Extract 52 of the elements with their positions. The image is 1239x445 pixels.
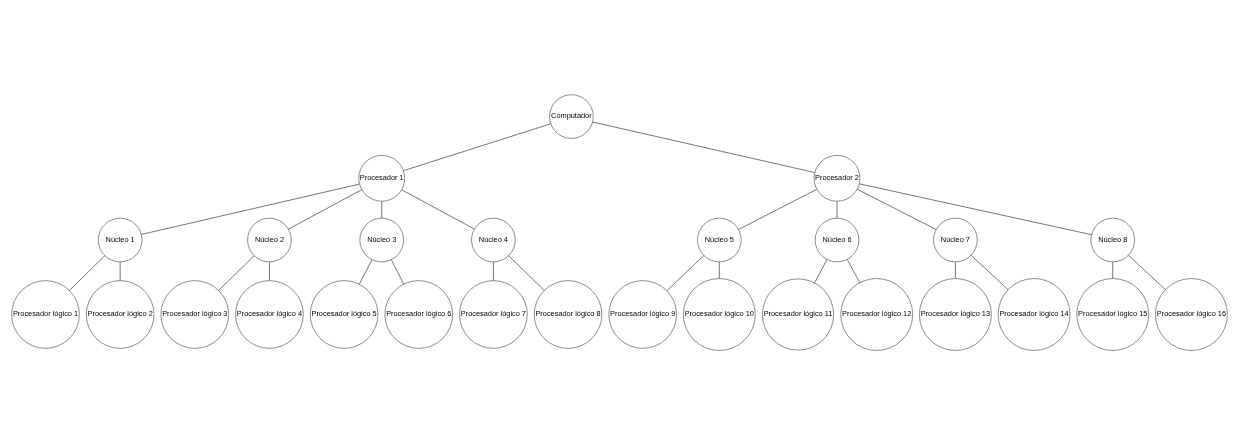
connector	[846, 259, 861, 284]
node-circle: Núcleo 6	[814, 217, 860, 263]
node-circle: Núcleo 8	[1090, 217, 1135, 263]
connector	[401, 189, 475, 230]
node-circle: Procesador lógico 16	[1155, 278, 1228, 351]
connector	[719, 261, 720, 279]
node-circle: Procesador lógico 9	[608, 280, 677, 349]
connector	[119, 261, 121, 281]
node-circle: Procesador lógico 3	[160, 280, 229, 349]
node-circle: Procesador lógico 5	[309, 280, 379, 349]
node-circle: Procesador lógico 4	[235, 280, 304, 349]
connector	[288, 189, 362, 230]
connector	[955, 261, 956, 279]
node-circle: Procesador lógico 8	[533, 280, 603, 349]
node-circle: Procesador lógico 13	[919, 278, 992, 351]
connector	[666, 255, 705, 292]
node-circle: Núcleo 3	[359, 217, 404, 263]
connector	[1112, 261, 1114, 279]
node-circle: Núcleo 1	[97, 217, 143, 263]
node-circle: Procesador 1	[358, 155, 406, 202]
node-circle: Procesador lógico 10	[683, 278, 756, 351]
connector	[738, 189, 817, 230]
connector	[857, 189, 937, 230]
node-circle: Procesador lógico 6	[384, 280, 453, 349]
node-circle: Núcleo 2	[247, 217, 292, 263]
node-circle: Núcleo 7	[933, 217, 978, 263]
connector	[68, 255, 106, 291]
connector	[1128, 255, 1166, 291]
connector	[592, 121, 815, 173]
node-circle: Núcleo 4	[471, 217, 516, 263]
node-circle: Procesador lógico 12	[840, 278, 913, 351]
connector	[359, 259, 373, 285]
connector	[391, 259, 405, 285]
connector	[814, 259, 828, 284]
node-circle: Computador	[549, 94, 594, 139]
connector	[493, 261, 494, 281]
connector	[859, 183, 1092, 235]
connector	[508, 255, 545, 291]
node-circle: Núcleo 5	[697, 217, 742, 263]
node-circle: Procesador 2	[813, 155, 861, 202]
connector	[218, 255, 255, 291]
connector	[381, 201, 383, 219]
node-circle: Procesador lógico 14	[997, 278, 1071, 351]
connector	[403, 123, 552, 171]
connector	[269, 261, 270, 281]
node-circle: Procesador lógico 7	[459, 280, 528, 349]
node-circle: Procesador lógico 15	[1076, 278, 1150, 351]
node-circle: Procesador lógico 2	[85, 280, 155, 349]
node-circle: Procesador lógico 11	[762, 278, 834, 351]
node-circle: Procesador lógico 1	[11, 280, 80, 349]
connector	[141, 183, 360, 235]
connector	[970, 255, 1009, 291]
